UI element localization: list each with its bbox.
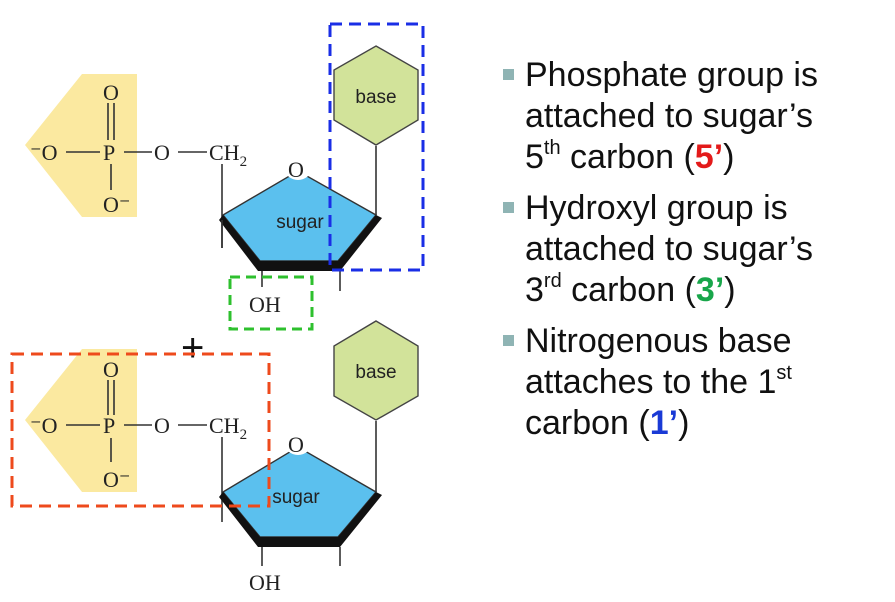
nucleotide-top: O ⁻O P O O⁻ CH2 base O sugar OH (25, 45, 419, 317)
base-highlight-box (328, 22, 425, 272)
ring-oxygen-bottom: O (288, 432, 304, 457)
ring-oxygen-top: O (288, 157, 304, 182)
phosphate-highlight-box (10, 352, 271, 508)
bridge-oxygen: O (154, 140, 170, 165)
one-prime-label: 1’ (649, 404, 679, 442)
phosphate-oxygen-bottom: O⁻ (103, 192, 131, 217)
hydroxyl-group-bottom: OH (249, 570, 281, 595)
nucleotide-diagram: O ⁻O P O O⁻ CH2 base O sugar OH + (10, 22, 425, 595)
plus-sign: + (181, 326, 204, 370)
ch2-group: CH2 (209, 413, 247, 443)
phosphate-oxygen-top: O (103, 80, 119, 105)
bullet-marker (503, 202, 514, 213)
phosphate-background-top (25, 74, 137, 217)
base-label-top: base (355, 87, 396, 108)
ordinal-number: 3 (525, 271, 544, 309)
hydroxyl-highlight-box (228, 275, 314, 331)
bullet-marker (503, 69, 514, 80)
ch2-group: CH2 (209, 140, 247, 170)
phosphate-oxygen-top: O (103, 357, 119, 382)
close-paren: ) (678, 404, 690, 442)
nucleotide-bottom: O ⁻O P O O⁻ CH2 base O sugar OH (25, 320, 419, 595)
ordinal-suffix: th (543, 137, 561, 159)
sugar-ring-edge-bottom (219, 492, 382, 547)
phosphate-oxygen-left: ⁻O (30, 140, 58, 165)
bullet-text-line: Nitrogenous base (525, 322, 792, 360)
base-hexagon-top (333, 45, 419, 146)
bullet-marker (503, 335, 514, 346)
five-prime-label: 5’ (694, 138, 724, 176)
base-hexagon-bottom (333, 320, 419, 421)
bullet-phosphate: Phosphate group is attached to sugar’s 5… (503, 55, 895, 178)
phosphate-oxygen-left: ⁻O (30, 413, 58, 438)
bullet-text-line: attached to sugar’s (525, 97, 813, 135)
bullet-text-line: Hydroxyl group is (525, 189, 788, 227)
three-prime-label: 3’ (695, 271, 725, 309)
ordinal-suffix: rd (543, 270, 562, 292)
ordinal-number: 5 (525, 138, 544, 176)
phosphorus-atom: P (103, 413, 115, 438)
close-paren: ) (723, 138, 735, 176)
bullet-text-line: carbon ( (561, 271, 696, 309)
bullet-text-line: attached to sugar’s (525, 230, 813, 268)
sugar-label-bottom: sugar (272, 487, 320, 508)
explanation-list: Phosphate group is attached to sugar’s 5… (503, 55, 895, 454)
phosphate-oxygen-bottom: O⁻ (103, 467, 131, 492)
bullet-text-line: carbon ( (525, 404, 650, 442)
ordinal-suffix: st (776, 362, 792, 384)
phosphate-background-bottom (25, 349, 137, 492)
bullet-hydroxyl: Hydroxyl group is attached to sugar’s 3r… (503, 188, 895, 311)
bullet-text-line: attaches to the 1 (525, 363, 777, 401)
phosphorus-atom: P (103, 140, 115, 165)
close-paren: ) (724, 271, 736, 309)
bullet-base: Nitrogenous base attaches to the 1st car… (503, 321, 895, 444)
hydroxyl-group-top: OH (249, 292, 281, 317)
bullet-text-line: Phosphate group is (525, 56, 818, 94)
bridge-oxygen: O (154, 413, 170, 438)
sugar-label-top: sugar (276, 212, 324, 233)
bullet-text-line: carbon ( (560, 138, 695, 176)
base-label-bottom: base (355, 362, 396, 383)
